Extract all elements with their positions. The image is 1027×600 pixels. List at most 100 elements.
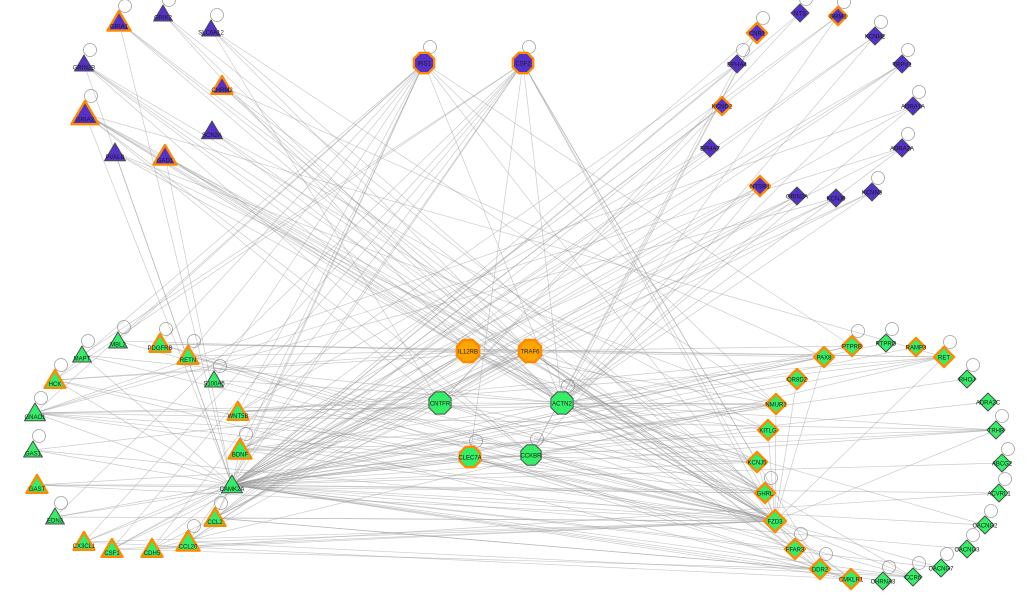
diamond-node-shape[interactable] <box>903 96 923 116</box>
diamond-node-shape[interactable] <box>727 54 747 74</box>
node-GRIK2[interactable]: GRIK2 <box>153 4 173 22</box>
node-KITLG[interactable]: KITLG <box>756 418 780 442</box>
triangle-node-shape[interactable] <box>153 4 173 22</box>
node-KCNN3[interactable]: KCNN3 <box>862 182 883 202</box>
node-GAST[interactable]: GAST <box>25 473 49 494</box>
diamond-node-shape[interactable] <box>931 558 951 578</box>
diamond-node-shape[interactable] <box>753 481 777 505</box>
node-ADRA1A[interactable]: ADRA1A <box>901 96 925 116</box>
node-OR8D2[interactable]: OR8D2 <box>785 367 809 391</box>
node-PDGFRB[interactable]: PDGFRB <box>147 332 173 353</box>
node-CACNG7[interactable]: CACNG7 <box>928 558 954 578</box>
triangle-node-shape[interactable] <box>24 402 46 422</box>
triangle-node-shape[interactable] <box>221 474 243 494</box>
triangle-node-shape[interactable] <box>140 537 164 558</box>
triangle-node-shape[interactable] <box>204 370 224 388</box>
triangle-node-shape[interactable] <box>70 99 100 126</box>
node-PVALB[interactable]: PVALB <box>104 142 126 162</box>
node-CCR6[interactable]: CCR6 <box>903 567 923 587</box>
node-HCK[interactable]: HCK <box>43 368 67 389</box>
node-CCKBR[interactable]: CCKBR <box>520 444 542 466</box>
node-CDH5[interactable]: CDH5 <box>140 537 164 558</box>
diamond-node-shape[interactable] <box>827 5 849 27</box>
triangle-node-shape[interactable] <box>108 331 128 349</box>
triangle-node-shape[interactable] <box>201 19 221 37</box>
node-IRS1[interactable]: IRS1 <box>412 51 436 75</box>
diamond-node-shape[interactable] <box>989 483 1009 503</box>
node-RHOJ[interactable]: RHOJ <box>957 369 977 389</box>
node-ABCG2[interactable]: ABCG2 <box>992 453 1013 473</box>
diamond-node-shape[interactable] <box>957 539 977 559</box>
triangle-node-shape[interactable] <box>25 473 49 494</box>
node-CACNG3[interactable]: CACNG3 <box>954 539 980 559</box>
octagon-node-shape[interactable] <box>550 391 574 415</box>
node-GRIA2[interactable]: GRIA2 <box>70 99 100 126</box>
triangle-node-shape[interactable] <box>203 506 227 527</box>
diamond-node-shape[interactable] <box>756 418 780 442</box>
triangle-node-shape[interactable] <box>176 344 200 365</box>
triangle-node-shape[interactable] <box>72 345 92 363</box>
diamond-node-shape[interactable] <box>745 21 769 45</box>
diamond-node-shape[interactable] <box>748 174 772 198</box>
node-GAD1[interactable]: GAD1 <box>152 143 178 166</box>
diamond-node-shape[interactable] <box>839 567 863 591</box>
node-NTS[interactable]: NTS <box>790 3 810 23</box>
diamond-node-shape[interactable] <box>865 26 885 46</box>
node-SLC6A12[interactable]: SLC6A12 <box>198 19 225 37</box>
node-KCNJ5[interactable]: KCNJ5 <box>745 450 769 474</box>
diamond-node-shape[interactable] <box>905 336 927 358</box>
diamond-node-shape[interactable] <box>978 392 998 412</box>
diamond-node-shape[interactable] <box>840 334 864 358</box>
node-CX3CL1[interactable]: CX3CL1 <box>72 530 96 551</box>
diamond-node-shape[interactable] <box>764 392 788 416</box>
diamond-node-shape[interactable] <box>992 453 1012 473</box>
node-ADRA2C[interactable]: ADRA2C <box>976 392 1001 412</box>
diamond-node-shape[interactable] <box>787 186 807 206</box>
node-S100A5[interactable]: S100A5 <box>203 370 225 388</box>
diamond-node-shape[interactable] <box>790 3 810 23</box>
node-GRIN2A[interactable]: GRIN2A <box>786 186 808 206</box>
node-CLEC7A[interactable]: CLEC7A <box>458 445 482 469</box>
diamond-node-shape[interactable] <box>808 557 832 581</box>
triangle-node-shape[interactable] <box>43 368 67 389</box>
diamond-node-shape[interactable] <box>762 508 788 534</box>
octagon-node-shape[interactable] <box>428 391 452 415</box>
diamond-node-shape[interactable] <box>892 138 912 158</box>
node-CCL2[interactable]: CCL2 <box>203 506 227 527</box>
triangle-node-shape[interactable] <box>72 530 96 551</box>
triangle-node-shape[interactable] <box>148 332 172 353</box>
triangle-node-shape[interactable] <box>74 54 94 72</box>
node-RAMP3[interactable]: RAMP3 <box>905 336 927 358</box>
diamond-node-shape[interactable] <box>957 369 977 389</box>
diamond-node-shape[interactable] <box>700 138 720 158</box>
diamond-node-shape[interactable] <box>785 367 809 391</box>
node-GRM1[interactable]: GRM1 <box>827 5 849 27</box>
diamond-node-shape[interactable] <box>873 571 893 591</box>
octagon-node-shape[interactable] <box>455 338 481 364</box>
diamond-node-shape[interactable] <box>932 345 956 369</box>
diamond-node-shape[interactable] <box>711 95 733 117</box>
node-MAPT[interactable]: MAPT <box>72 345 92 363</box>
octagon-node-shape[interactable] <box>520 444 542 466</box>
node-CNR1[interactable]: CNR1 <box>745 21 769 45</box>
triangle-node-shape[interactable] <box>104 142 126 162</box>
node-SCN2A[interactable]: SCN2A <box>201 120 223 140</box>
triangle-node-shape[interactable] <box>106 9 132 32</box>
node-ACTN2[interactable]: ACTN2 <box>550 391 574 415</box>
node-TRHR[interactable]: TRHR <box>986 420 1006 440</box>
diamond-node-shape[interactable] <box>745 450 769 474</box>
triangle-node-shape[interactable] <box>100 537 124 558</box>
diamond-node-shape[interactable] <box>975 515 995 535</box>
octagon-node-shape[interactable] <box>517 338 543 364</box>
node-CSF2[interactable]: CSF2 <box>511 51 535 75</box>
node-CNTFR[interactable]: CNTFR <box>428 391 452 415</box>
diamond-node-shape[interactable] <box>812 345 836 369</box>
node-CHRNA3[interactable]: CHRNA3 <box>871 571 896 591</box>
node-MBL2[interactable]: MBL2 <box>108 331 128 349</box>
node-EPHA4[interactable]: EPHA4 <box>727 54 747 74</box>
octagon-node-shape[interactable] <box>458 445 482 469</box>
node-GRIA1[interactable]: GRIA1 <box>106 9 132 32</box>
node-ACVRL1[interactable]: ACVRL1 <box>987 483 1011 503</box>
node-CACNG2[interactable]: CACNG2 <box>972 515 998 535</box>
